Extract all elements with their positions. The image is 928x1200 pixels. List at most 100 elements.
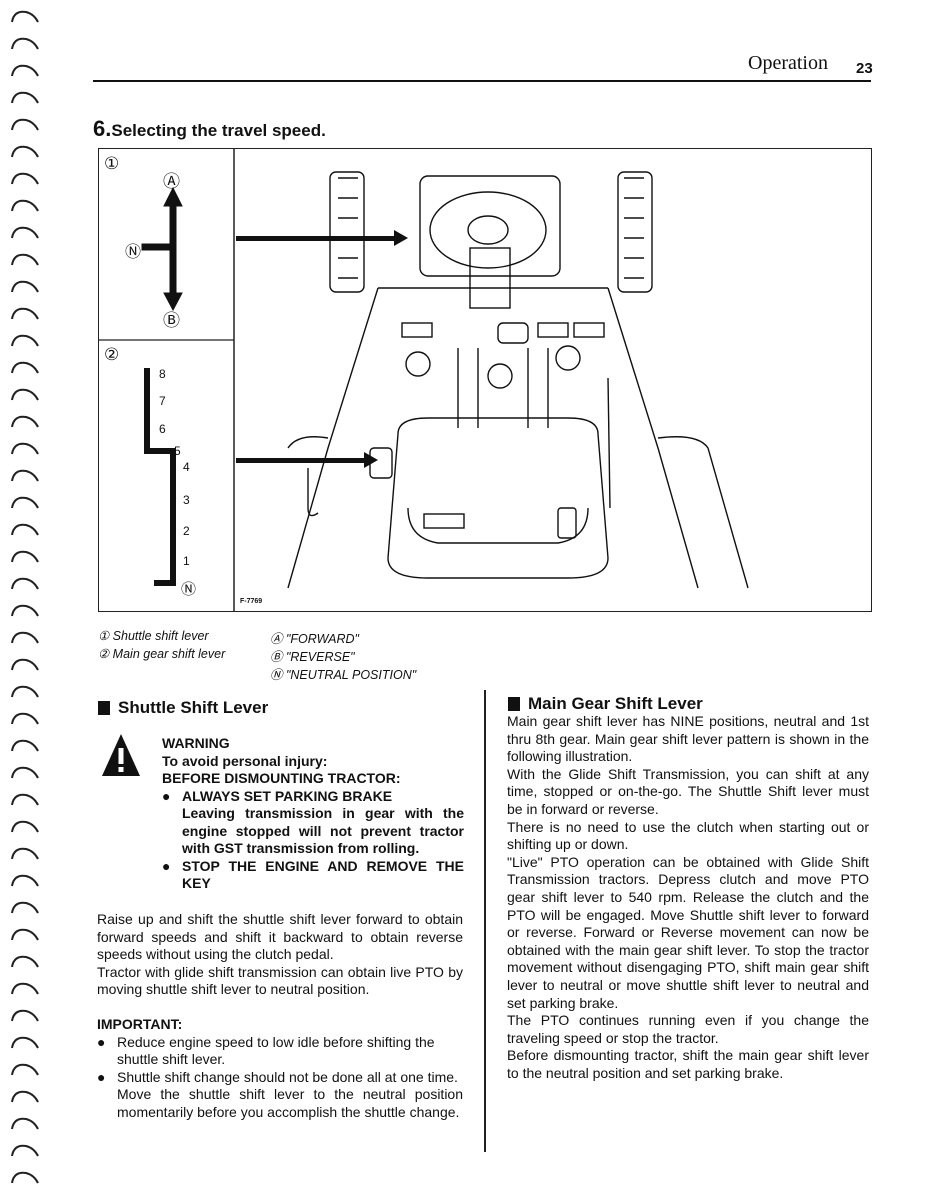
warning-bullet-2: ● STOP THE ENGINE AND REMOVE THE KEY (162, 857, 464, 892)
important-bullet-2-text: Shuttle shift change should not be done … (117, 1068, 458, 1085)
warning-line2: BEFORE DISMOUNTING TRACTOR: (162, 770, 401, 786)
binding-coil (11, 658, 39, 671)
important-title: IMPORTANT: (97, 1016, 183, 1032)
header-rule (93, 80, 871, 82)
binding-coil (11, 1090, 39, 1103)
binding-coil (11, 415, 39, 428)
caption-reverse: Ⓑ "REVERSE" (270, 650, 355, 664)
important-bullet-2-cont: Move the shuttle shift lever to the neut… (117, 1086, 463, 1120)
neutral-label: Ⓝ (125, 244, 142, 261)
spiral-binding (11, 10, 39, 1184)
binding-coil (11, 928, 39, 941)
binding-coil (11, 550, 39, 563)
main-gear-para-3: There is no need to use the clutch when … (507, 818, 869, 853)
figure-box (98, 148, 872, 612)
important-bullet-1-text: Reduce engine speed to low idle before s… (117, 1033, 435, 1068)
binding-coil (11, 10, 39, 23)
warning-line1: To avoid personal injury: (162, 752, 328, 769)
binding-coil (11, 1036, 39, 1049)
binding-coil (11, 712, 39, 725)
binding-coil (11, 91, 39, 104)
binding-coil (11, 145, 39, 158)
binding-coil (11, 820, 39, 833)
binding-coil (11, 1009, 39, 1022)
warning-block: WARNING To avoid personal injury: BEFORE… (162, 735, 464, 893)
binding-coil (11, 388, 39, 401)
caption-shuttle: ① Shuttle shift lever (98, 629, 209, 643)
binding-coil (11, 442, 39, 455)
section-title: Selecting the travel speed. (111, 121, 326, 140)
shuttle-pattern-diagram (141, 186, 183, 312)
caption-main-gear: ② Main gear shift lever (98, 647, 226, 661)
binding-coil (11, 253, 39, 266)
forward-label: Ⓐ (163, 172, 180, 191)
pointer-arrows (236, 230, 408, 468)
panel1-marker: ① (104, 154, 120, 173)
figure-code: F-7769 (240, 598, 263, 605)
gear-neutral: Ⓝ (181, 581, 197, 598)
binding-coil (11, 226, 39, 239)
gear-8: 8 (159, 367, 166, 381)
warning-bullet-1-text: ALWAYS SET PARKING BRAKE (182, 787, 393, 804)
column-divider (484, 690, 486, 1152)
binding-coil (11, 199, 39, 212)
binding-coil (11, 1063, 39, 1076)
binding-coil (11, 766, 39, 779)
main-gear-para-2: With the Glide Shift Transmission, you c… (507, 765, 869, 817)
binding-coil (11, 793, 39, 806)
gear-4: 4 (183, 460, 190, 474)
binding-coil (11, 64, 39, 77)
important-bullet-2: ● Shuttle shift change should not be don… (97, 1068, 463, 1120)
warning-bullet-2-text: STOP THE ENGINE AND REMOVE THE KEY (182, 857, 464, 892)
gear-6: 6 (159, 422, 166, 436)
caption-neutral: Ⓝ "NEUTRAL POSITION" (270, 668, 417, 682)
caption-forward: Ⓐ "FORWARD" (270, 632, 359, 646)
gear-2: 2 (183, 524, 190, 538)
binding-coil (11, 685, 39, 698)
binding-coil (11, 982, 39, 995)
binding-coil (11, 1171, 39, 1184)
binding-coil (11, 469, 39, 482)
important-block: IMPORTANT: ● Reduce engine speed to low … (97, 1016, 463, 1122)
binding-coil (11, 577, 39, 590)
shuttle-body: Raise up and shift the shuttle shift lev… (97, 911, 463, 999)
binding-coil (11, 955, 39, 968)
gear-3: 3 (183, 493, 190, 507)
main-gear-para-4: "Live" PTO operation can be obtained wit… (507, 853, 869, 1011)
figure-illustration (98, 148, 749, 612)
heading-square-icon (508, 697, 520, 711)
main-gear-heading-text: Main Gear Shift Lever (528, 694, 703, 713)
binding-coil (11, 37, 39, 50)
warning-title: WARNING (162, 735, 230, 751)
page-number: 23 (856, 60, 873, 77)
main-gear-body: Main gear shift lever has NINE positions… (507, 713, 869, 1082)
gear-pattern-diagram (144, 368, 176, 586)
gear-5: 5 (174, 444, 181, 458)
gear-1: 1 (183, 554, 190, 568)
tractor-drawing (287, 171, 749, 589)
binding-coil (11, 280, 39, 293)
binding-coil (11, 847, 39, 860)
warning-bullet-1-detail: Leaving transmission in gear with the en… (182, 805, 464, 856)
main-gear-para-5: The PTO continues running even if you ch… (507, 1012, 869, 1046)
binding-coil (11, 631, 39, 644)
binding-coil (11, 496, 39, 509)
panel2-marker: ② (104, 345, 120, 364)
warning-bullet-1: ● ALWAYS SET PARKING BRAKE Leaving trans… (162, 787, 464, 857)
section-heading: 6.Selecting the travel speed. (93, 116, 326, 142)
binding-coil (11, 334, 39, 347)
binding-coil (11, 118, 39, 131)
binding-coil (11, 1144, 39, 1157)
reverse-label: Ⓑ (163, 311, 180, 330)
header-section-title: Operation (748, 52, 828, 74)
shuttle-heading-text: Shuttle Shift Lever (118, 698, 269, 717)
binding-coil (11, 361, 39, 374)
main-gear-para-6: Before dismounting tractor, shift the ma… (507, 1047, 869, 1081)
main-gear-heading: Main Gear Shift Lever (508, 694, 703, 714)
heading-square-icon (98, 701, 110, 715)
binding-coil (11, 523, 39, 536)
shuttle-para-2: Tractor with glide shift transmission ca… (97, 963, 463, 998)
binding-coil (11, 901, 39, 914)
gear-7: 7 (159, 394, 166, 408)
section-number: 6. (93, 116, 112, 141)
